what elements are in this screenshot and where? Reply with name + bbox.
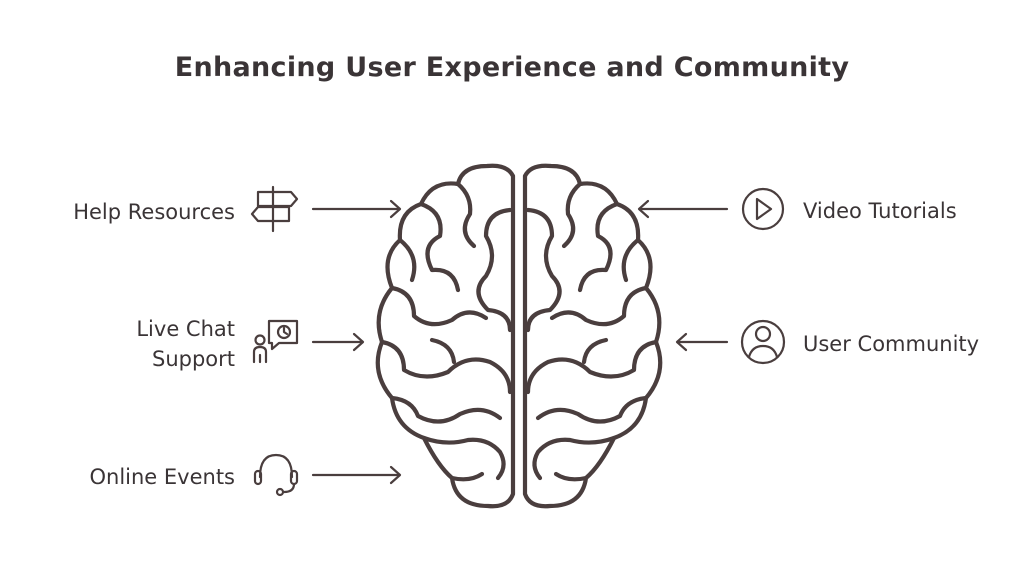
signpost-icon [250, 185, 299, 233]
label-live-chat-line1: Live Chat [136, 317, 235, 341]
label-live-chat-support: Live Chat Support [136, 314, 235, 374]
user-circle-icon [740, 319, 786, 365]
label-online-events: Online Events [89, 465, 235, 489]
arrow-live-chat [311, 332, 365, 352]
arrow-user-community [675, 332, 729, 352]
label-video-tutorials: Video Tutorials [803, 199, 957, 223]
label-help-resources: Help Resources [73, 200, 235, 224]
headset-icon [253, 453, 299, 497]
brain-icon [375, 163, 663, 509]
label-live-chat-line2: Support [151, 347, 235, 371]
arrow-help-resources [311, 199, 402, 219]
diagram-title: Enhancing User Experience and Community [174, 52, 850, 83]
arrow-video-tutorials [637, 199, 729, 219]
arrow-online-events [311, 465, 402, 485]
play-icon [741, 187, 785, 231]
label-user-community: User Community [803, 332, 980, 356]
chat-support-icon [252, 319, 299, 364]
